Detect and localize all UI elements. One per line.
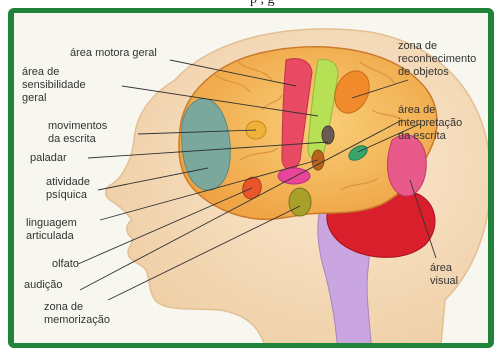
label-writing-interpretation: área de interpretação da escrita	[398, 104, 462, 143]
hearing-area	[278, 168, 310, 184]
label-object-recognition: zona de reconhecimento de objetos	[398, 40, 476, 79]
label-psychic-activity: atividade psíquica	[46, 176, 90, 202]
label-hearing: audição	[24, 279, 63, 292]
label-taste: paladar	[30, 152, 67, 165]
memory-zone	[289, 188, 311, 216]
visual-area	[388, 135, 427, 196]
label-writing-movements: movimentos da escrita	[48, 120, 107, 146]
label-articulated-language: linguagem articulada	[26, 217, 77, 243]
label-smell: olfato	[52, 258, 79, 271]
taste-area	[322, 126, 334, 144]
label-visual-area: área visual	[430, 262, 458, 288]
label-motor-area: área motora geral	[70, 47, 157, 60]
label-memory-zone: zona de memorização	[44, 301, 110, 327]
label-sensibility-area: área de sensibilidade geral	[22, 66, 86, 105]
